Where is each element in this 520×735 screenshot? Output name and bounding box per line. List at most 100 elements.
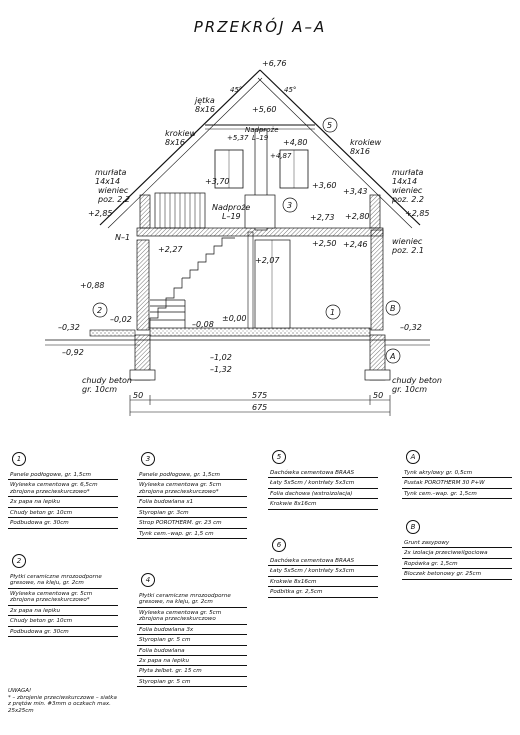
door-upper [244, 194, 276, 229]
legend-row: 2x papa na lepiku [8, 606, 118, 617]
legend-row: Chudy beton gr. 10cm [8, 508, 118, 519]
label-nadproze-top: Nadproże [245, 126, 279, 134]
legend-row: 2x papa na lepiku [8, 497, 118, 508]
cross-section-drawing: +6,76 +5,60 +5,37 +4,80 +4,87 +3,70 +3,6… [45, 59, 442, 416]
label-wieniec-right2: wieniec [392, 237, 423, 246]
elev-360: +3,60 [312, 181, 337, 190]
legend-row: Podbitka gr. 2,5cm [268, 587, 378, 598]
marker-3-text: 3 [287, 201, 292, 210]
legend-5: 5 Dachówka cementowa BRAAS Łaty 5x5cm / … [268, 450, 378, 510]
wall-internal [247, 231, 254, 329]
legend-2-badge: 2 [12, 554, 26, 568]
legend-row: Wylewka cementowa gr. 6,5cm zbrojona prz… [8, 480, 118, 498]
roof-left [99, 69, 261, 226]
legend-B-badge: B [406, 520, 420, 534]
legend-row: Folia budowlana [137, 646, 247, 656]
footing-right [364, 369, 391, 381]
legend-row: Płytki ceramiczne mrozoodporne gresowe, … [137, 591, 247, 608]
wall-left-ground [136, 239, 150, 331]
label-jetka: jętka [194, 96, 215, 105]
label-krokiew-left: krokiew [165, 129, 197, 138]
legend-5-badge: 5 [272, 450, 286, 464]
label-nadproze-top-type: L–19 [252, 134, 269, 142]
label-chudy-right-gr: gr. 10cm [392, 385, 427, 394]
elev-088: +0,88 [80, 281, 105, 290]
legend-row: Podbudowa gr. 30cm [8, 627, 118, 637]
legend-row: Pustak POROTHERM 30 P+W [402, 478, 512, 489]
legend-row: Wylewka cementowa gr. 5cm zbrojona przec… [8, 589, 118, 606]
elev-227: +2,27 [158, 245, 183, 254]
legend-row: Płyta żelbet. gr. 15 cm [137, 666, 247, 677]
label-murlata-right: murłata [392, 168, 423, 177]
elev-m102: –1,02 [210, 353, 232, 362]
legend-row: Krokwie 8x16cm [268, 577, 378, 588]
roof-right-inner [257, 77, 413, 229]
label-nadproze-mid-type: L–19 [222, 212, 241, 221]
label-nadproze-mid: Nadproże [212, 203, 250, 212]
marker-B [385, 300, 401, 316]
legend-row: Bloczek betonowy gr. 25cm [402, 569, 512, 580]
label-angle-right: 45° [284, 86, 296, 94]
elev-m132: –1,32 [210, 365, 232, 374]
label-wieniec-right: wieniec [392, 186, 423, 195]
legend-3: 3 Panele podłogowe, gr. 1,5cm Wylewka ce… [137, 452, 247, 539]
legend-1: 1 Panele podłogowe, gr. 1,5cm Wylewka ce… [8, 452, 118, 529]
legend-row: Styropian gr. 3cm [137, 508, 247, 519]
label-angle-left: 45° [230, 86, 242, 94]
legend-1-badge: 1 [12, 452, 26, 466]
legend-row: Łaty 5x5cm / kontrłaty 5x3cm [268, 566, 378, 577]
elev-285-right: +2,85 [405, 209, 430, 218]
elev-m092: –0,92 [62, 348, 84, 357]
legend-3-badge: 3 [141, 452, 155, 466]
legend-row: Panele podłogowe, gr. 1,5cm [137, 470, 247, 481]
legend-row: Wylewka cementowa gr. 5cm zbrojona przec… [137, 480, 247, 498]
note: UWAGA! * – zbrojenie przeciwskurczowe – … [8, 688, 118, 714]
legend-A: A Tynk akrylowy gr. 0,5cm Pustak POROTHE… [402, 450, 512, 500]
door-ground [254, 239, 291, 329]
roof-left-inner [107, 77, 263, 229]
legend-4: 4 Płytki ceramiczne mrozoodporne gresowe… [137, 573, 247, 688]
legend-row: Wylewka cementowa gr. 5cm zbrojona przec… [137, 608, 247, 625]
legend-row: Płytki ceramiczne mrozoodporne gresowe, … [8, 572, 118, 589]
legend-row: 2x izolacja przeciwwilgociowa [402, 548, 512, 559]
legend-row: Tynk akrylowy gr. 0,5cm [402, 468, 512, 479]
elev-560: +5,60 [252, 105, 277, 114]
marker-3 [282, 197, 298, 213]
elev-207: +2,07 [255, 256, 280, 265]
legend-row: Strop POROTHERM. gr. 23 cm [137, 518, 247, 529]
legend-row: Ropówka gr. 1,5cm [402, 559, 512, 570]
legend-row: Folia budowlana x1 [137, 497, 247, 508]
legend-row: Folia dachowa (wstroizolacja) [268, 489, 378, 500]
page-title: PRZEKRÓJ A–A [193, 18, 327, 36]
legend-B: B Grunt zasypowy 2x izolacja przeciwwilg… [402, 520, 512, 580]
elev-480: +4,80 [283, 138, 308, 147]
legend-6: 6 Dachówka cementowa BRAAS Łaty 5x5cm / … [268, 538, 378, 598]
legend-row: Dachówka cementowa BRAAS [268, 556, 378, 567]
roof-right [259, 69, 421, 226]
elev-285-left: +2,85 [88, 209, 113, 218]
legend-row: Chudy beton gr. 10cm [8, 616, 118, 627]
elev-m032-left: –0,32 [58, 323, 80, 332]
legend-row: Styropian gr. 5 cm [137, 677, 247, 688]
elev-273: +2,73 [310, 213, 335, 222]
label-wieniec-right2-poz: poz. 2.1 [391, 246, 424, 255]
elev-537: +5,37 [227, 134, 249, 142]
marker-B-text: B [390, 304, 396, 313]
marker-2-text: 2 [97, 306, 102, 315]
elev-250: +2,50 [312, 239, 337, 248]
marker-A-text: A [389, 352, 395, 361]
legend-2: 2 Płytki ceramiczne mrozoodporne gresowe… [8, 554, 118, 637]
marker-1 [325, 304, 341, 320]
note-heading: UWAGA! [8, 688, 32, 694]
legend-row: Panele podłogowe, gr. 1,5cm [8, 470, 118, 481]
legend-row: Krokwie 8x16cm [268, 499, 378, 510]
label-murlata-left-size: 14x14 [95, 177, 120, 186]
elev-m008: –0,08 [192, 320, 214, 329]
legend-row: Folia budowlana 3x [137, 625, 247, 636]
note-text: * – zbrojenie przeciwskurczowe – siatka … [8, 694, 117, 714]
dim-right: 50 [373, 391, 383, 400]
kneewall-left [139, 194, 151, 229]
legend-A-badge: A [406, 450, 420, 464]
ground-slab [149, 327, 371, 337]
legend-row: Tynk cem.–wap. gr. 1,5cm [402, 489, 512, 500]
